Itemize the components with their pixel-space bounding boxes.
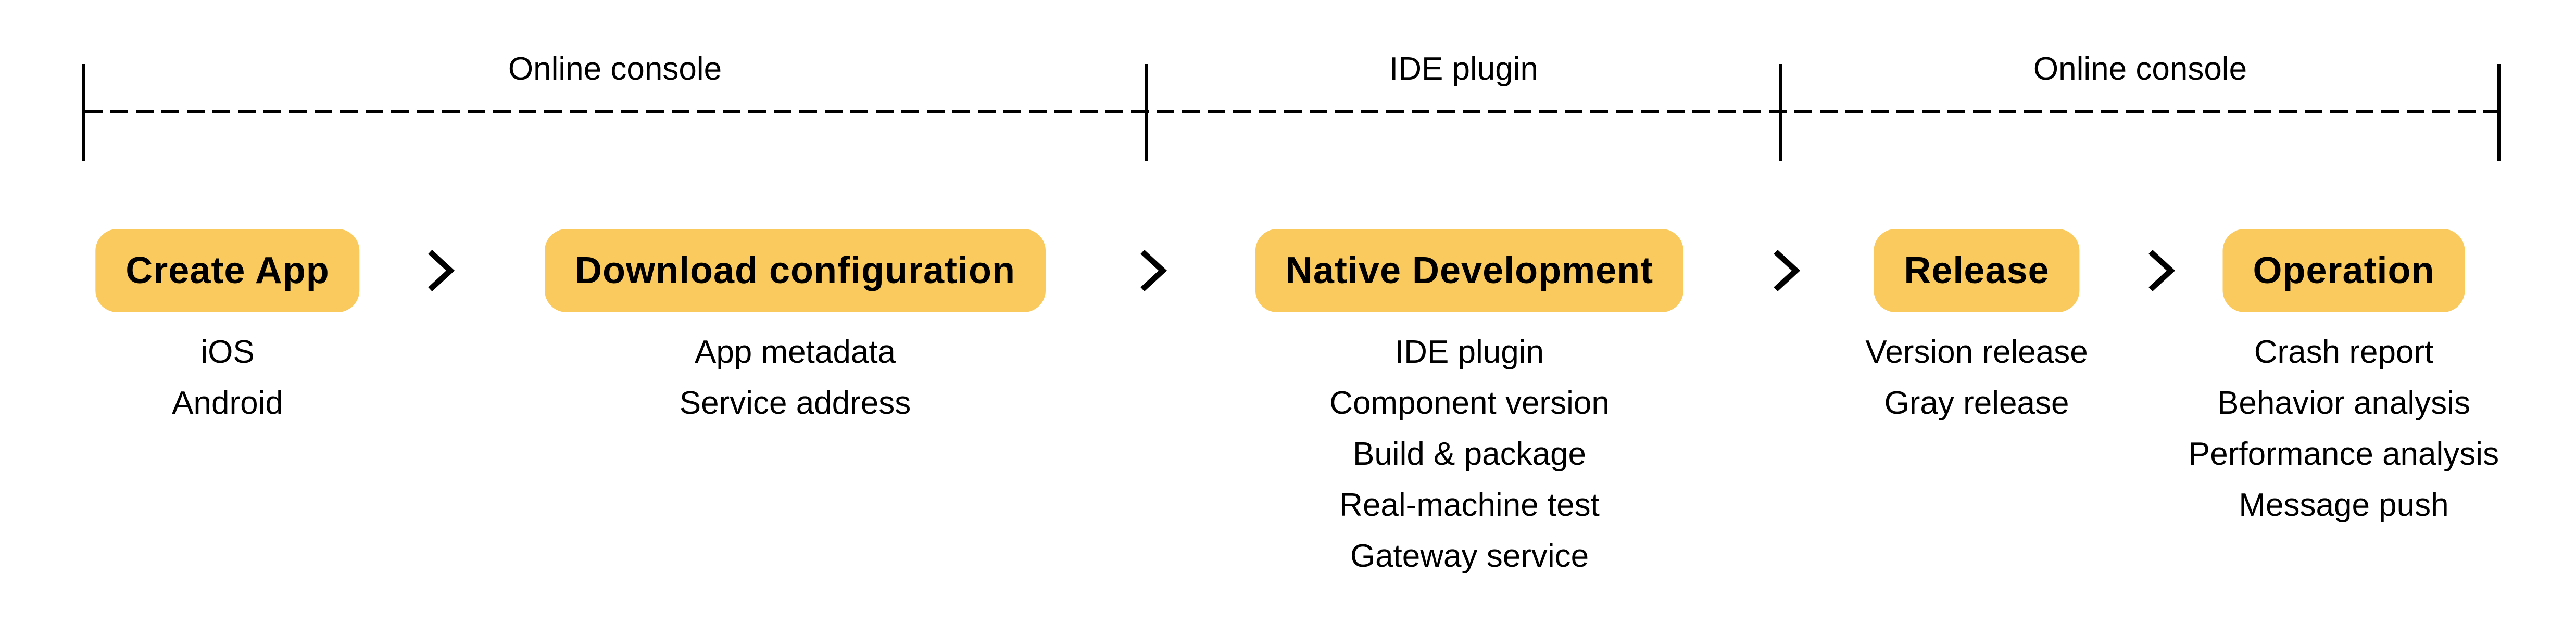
list-item: Performance analysis — [2188, 436, 2499, 472]
list-item: IDE plugin — [1394, 334, 1544, 370]
list-item: Build & package — [1352, 436, 1587, 472]
list-item: Version release — [1865, 334, 2088, 370]
step-items-release: Version release Gray release — [1865, 327, 2088, 429]
list-item: Real-machine test — [1339, 487, 1600, 523]
chevron-right-icon — [1139, 249, 1167, 292]
step-items-operation: Crash report Behavior analysis Performan… — [2189, 327, 2499, 531]
step-items-native-development: IDE plugin Component version Build & pac… — [1329, 327, 1610, 582]
chevron-right-icon — [2147, 249, 2175, 292]
scope-label-online-console-1: Online console — [508, 51, 722, 87]
scope-label-ide-plugin: IDE plugin — [1389, 51, 1539, 87]
chevron-right-icon — [1772, 249, 1800, 292]
list-item: Gray release — [1884, 385, 2069, 421]
list-item: Android — [172, 385, 283, 421]
scope-dashed-line — [85, 110, 2499, 113]
list-item: Message push — [2239, 487, 2449, 523]
scope-label-online-console-2: Online console — [2033, 51, 2247, 87]
scope-divider — [82, 64, 85, 161]
step-pill-release: Release — [1874, 229, 2080, 312]
step-items-create-app: iOS Android — [172, 327, 283, 429]
list-item: App metadata — [694, 334, 896, 370]
list-item: Component version — [1329, 385, 1610, 421]
list-item: iOS — [200, 334, 255, 370]
list-item: Service address — [679, 385, 911, 421]
list-item: Gateway service — [1350, 538, 1589, 574]
list-item: Crash report — [2254, 334, 2434, 370]
chevron-right-icon — [426, 249, 455, 292]
list-item: Behavior analysis — [2217, 385, 2470, 421]
step-pill-operation: Operation — [2222, 229, 2465, 312]
step-items-download-configuration: App metadata Service address — [680, 327, 911, 429]
step-pill-native-development: Native Development — [1255, 229, 1684, 312]
step-pill-download-configuration: Download configuration — [545, 229, 1046, 312]
step-pill-create-app: Create App — [95, 229, 360, 312]
